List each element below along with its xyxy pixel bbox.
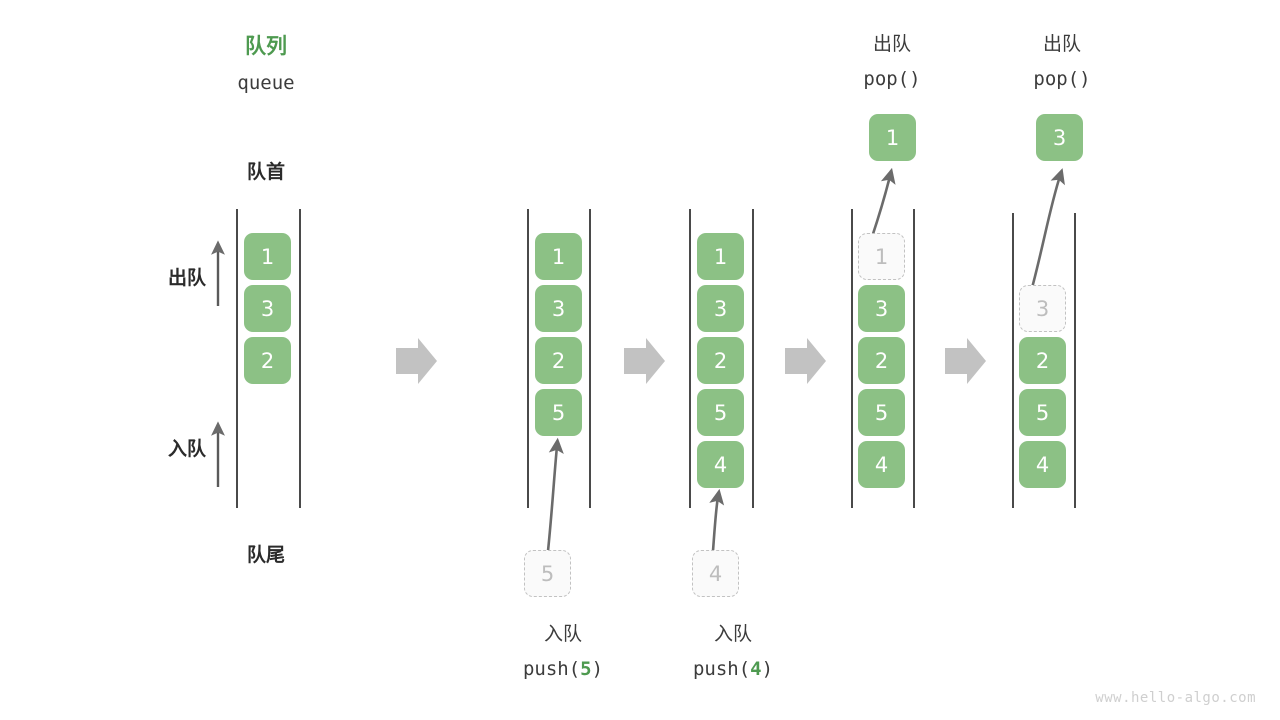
popped-cell: 1 [869, 114, 916, 161]
queue-cell: 4 [697, 441, 744, 488]
incoming-cell-ghost: 4 [692, 550, 739, 597]
push-op-arg: 4 [750, 658, 762, 680]
caption-pop-3-cn: 出队 [1042, 33, 1081, 55]
rail-left-col4 [851, 209, 853, 508]
caption-pop-1-cn: 出队 [872, 33, 911, 55]
push-arrow-4 [709, 488, 725, 552]
flow-arrow-3 [785, 338, 826, 384]
queue-cell: 3 [697, 285, 744, 332]
incoming-cell-ghost: 5 [524, 550, 571, 597]
rail-right-col5 [1074, 213, 1076, 508]
push-arrow-5 [546, 437, 564, 552]
caption-push-5-cn: 入队 [543, 623, 582, 645]
flow-arrow-4 [945, 338, 986, 384]
queue-cell: 2 [1019, 337, 1066, 384]
rail-left-col5 [1012, 213, 1014, 508]
caption-pop-3-op: pop() [1033, 68, 1091, 90]
queue-cell: 2 [858, 337, 905, 384]
page-title-en: queue [237, 72, 295, 94]
queue-cell: 2 [244, 337, 291, 384]
caption-push-5-op: push(5) [488, 657, 638, 682]
rail-left-col1 [236, 209, 238, 508]
queue-cell: 3 [244, 285, 291, 332]
label-dequeue-direction: 出队 [167, 267, 206, 289]
queue-cell: 5 [1019, 389, 1066, 436]
queue-cell: 2 [697, 337, 744, 384]
rail-right-col2 [589, 209, 591, 508]
queue-cell-ghost: 1 [858, 233, 905, 280]
page-title-cn: 队列 [245, 34, 287, 58]
pop-arrow-3 [1030, 168, 1065, 289]
queue-cell: 3 [858, 285, 905, 332]
rail-right-col4 [913, 209, 915, 508]
push-op-name: push( [692, 658, 751, 680]
caption-push-4-cn: 入队 [713, 623, 752, 645]
queue-cell: 1 [697, 233, 744, 280]
label-queue-front: 队首 [246, 161, 285, 183]
push-op-close: ) [591, 658, 604, 680]
queue-cell: 4 [858, 441, 905, 488]
queue-cell: 2 [535, 337, 582, 384]
queue-cell: 5 [858, 389, 905, 436]
pop-arrow-1 [870, 167, 896, 238]
queue-cell: 1 [535, 233, 582, 280]
label-queue-rear: 队尾 [246, 544, 285, 566]
popped-cell: 3 [1036, 114, 1083, 161]
label-enqueue-direction: 入队 [167, 438, 206, 460]
rail-right-col1 [299, 209, 301, 508]
site-watermark: www.hello-algo.com [1095, 690, 1256, 706]
queue-cell-ghost: 3 [1019, 285, 1066, 332]
queue-cell: 5 [535, 389, 582, 436]
rail-right-col3 [752, 209, 754, 508]
rail-left-col2 [527, 209, 529, 508]
push-op-arg: 5 [580, 658, 592, 680]
flow-arrow-2 [624, 338, 665, 384]
queue-cell: 4 [1019, 441, 1066, 488]
caption-pop-1-op: pop() [863, 68, 921, 90]
queue-cell: 3 [535, 285, 582, 332]
caption-push-4-op: push(4) [658, 657, 808, 682]
rail-left-col3 [689, 209, 691, 508]
queue-cell: 1 [244, 233, 291, 280]
push-op-name: push( [522, 658, 581, 680]
flow-arrow-1 [396, 338, 437, 384]
push-op-close: ) [761, 658, 774, 680]
queue-cell: 5 [697, 389, 744, 436]
